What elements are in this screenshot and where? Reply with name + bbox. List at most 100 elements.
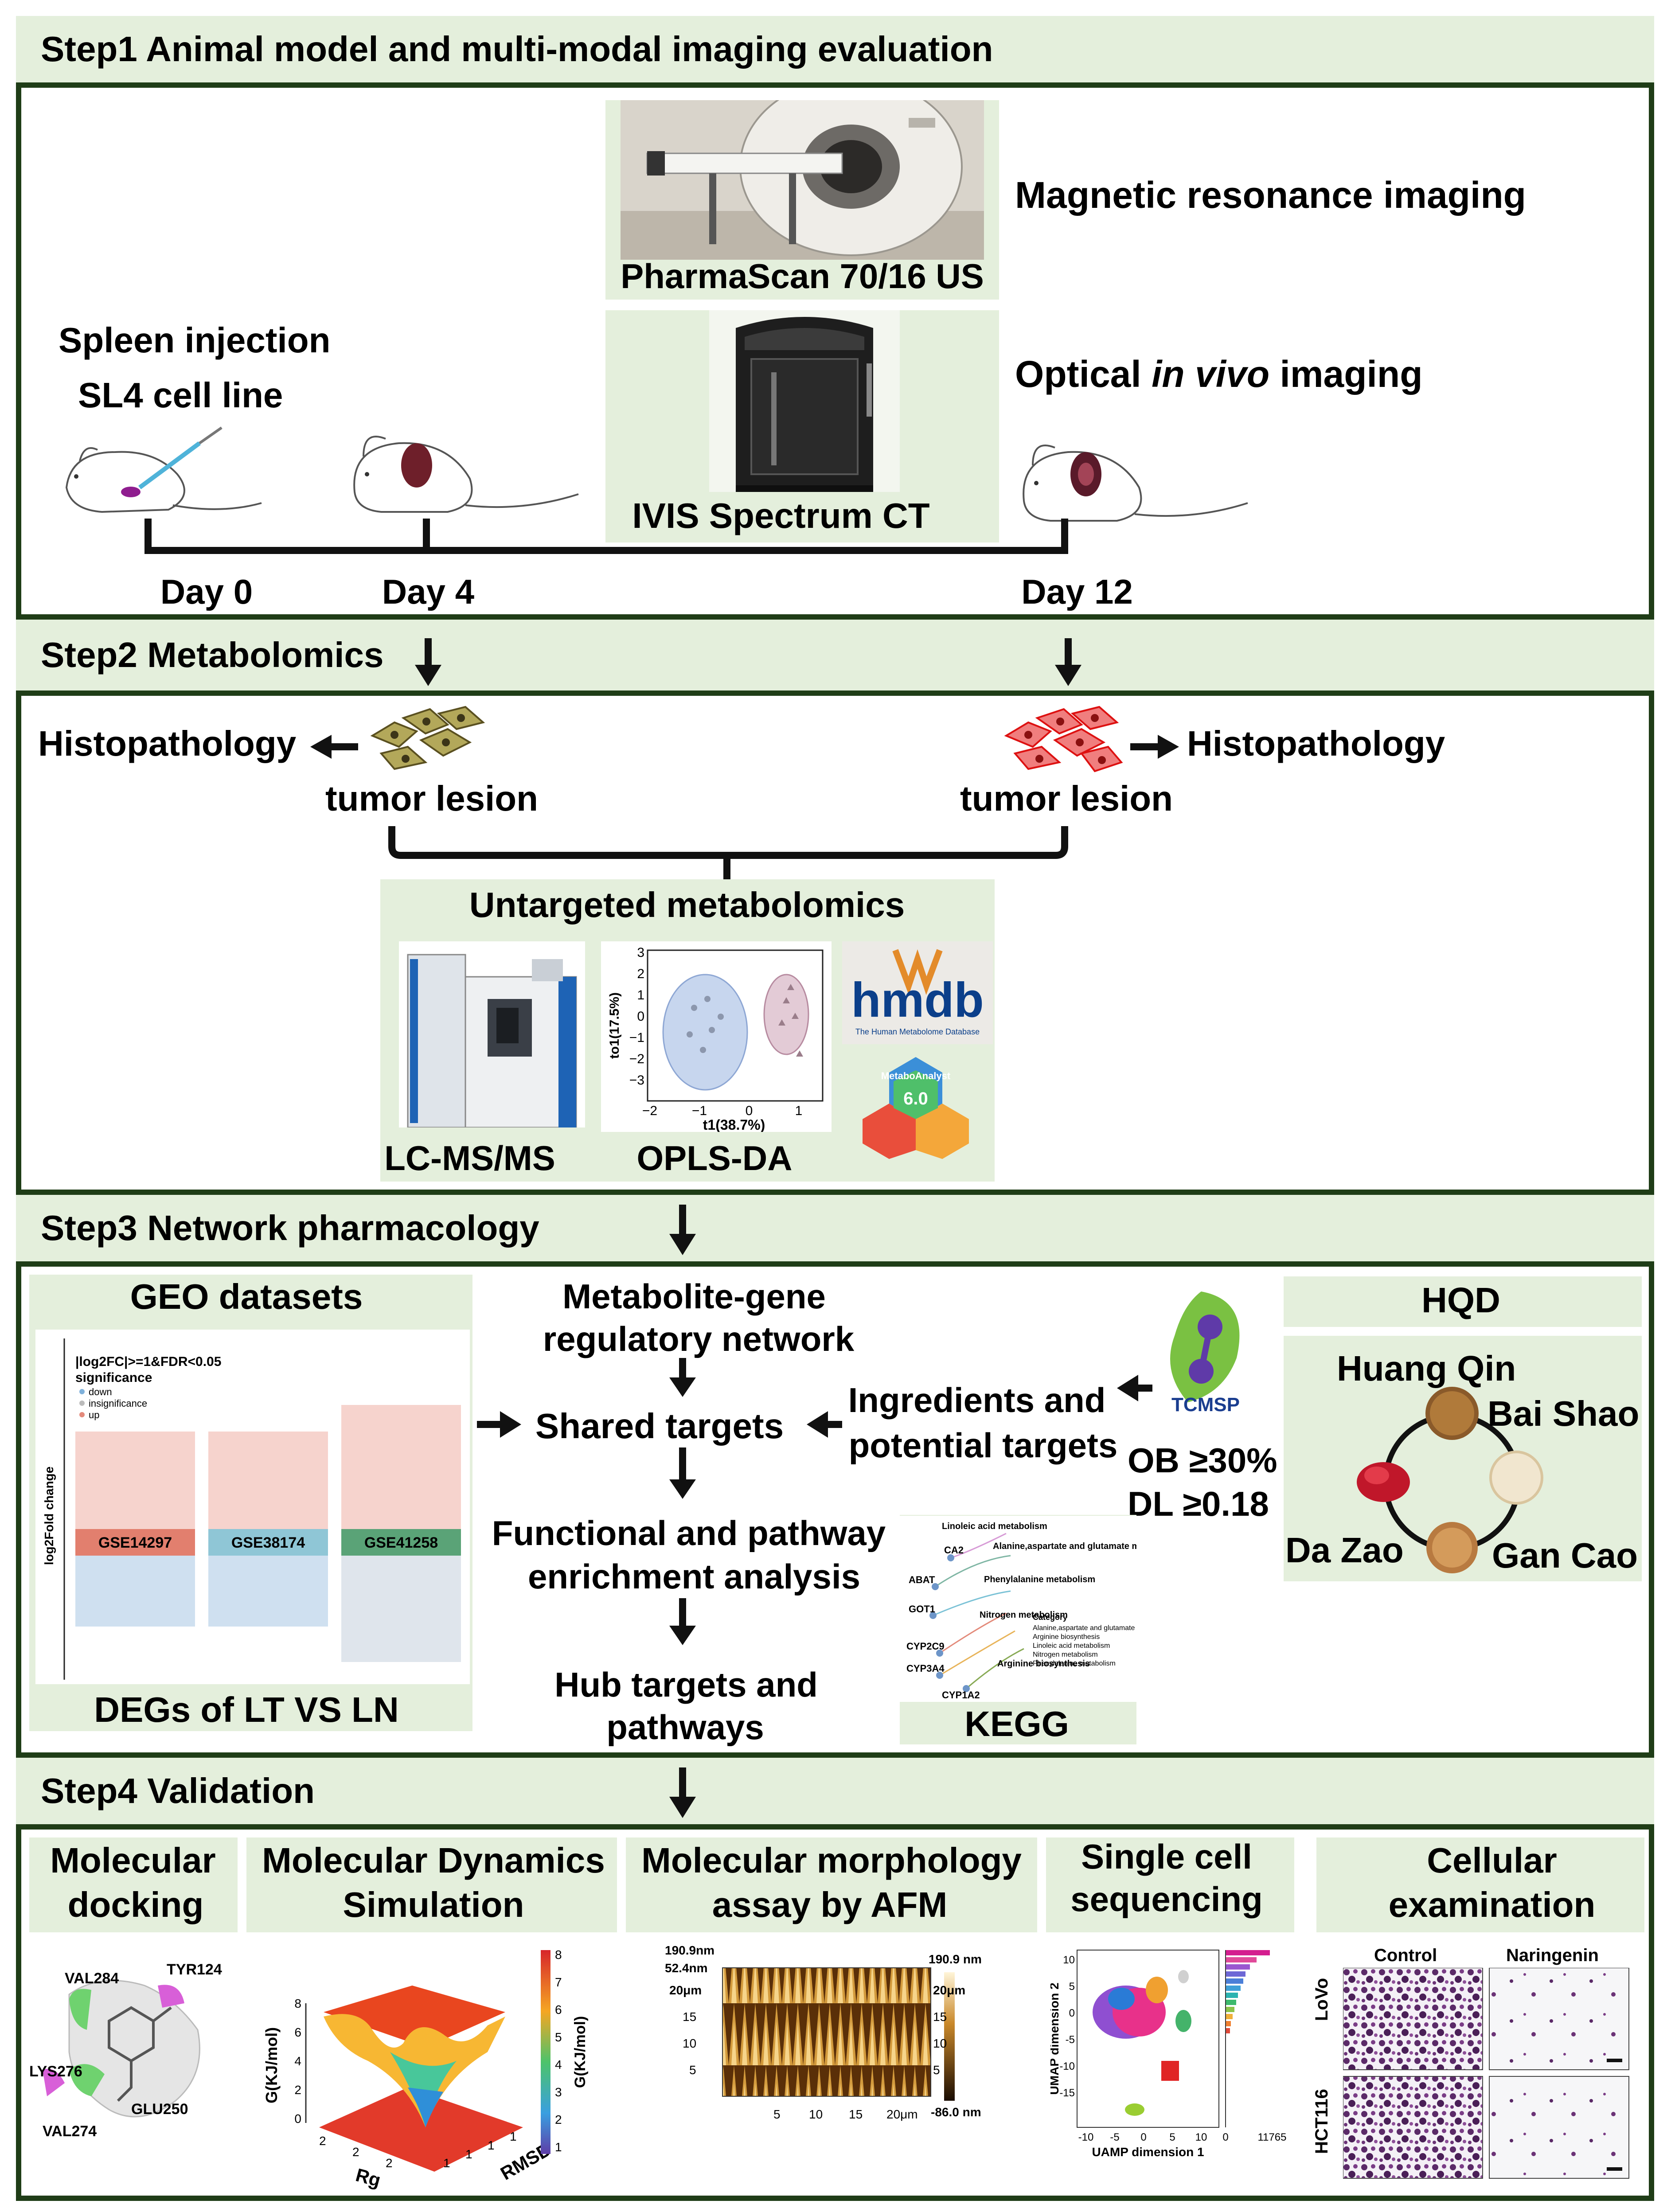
volcano-legend-up: up bbox=[89, 1409, 99, 1420]
umap-ytick-5: -10 bbox=[1059, 2060, 1075, 2072]
arrow-left-icon bbox=[310, 735, 358, 759]
tcmsp-text: TCMSP bbox=[1171, 1394, 1240, 1416]
md-cbar-8: 8 bbox=[555, 1948, 562, 1962]
tumor-lesion-right: tumor lesion bbox=[960, 779, 1173, 818]
umap-ylabel: UMAP dimension 2 bbox=[1050, 1982, 1061, 2095]
md-line1: Molecular Dynamics bbox=[262, 1841, 605, 1880]
dl-criterion: DL ≥0.18 bbox=[1128, 1484, 1269, 1523]
herb-cycle bbox=[1357, 1387, 1543, 1573]
md-ytick-2: 1 bbox=[465, 2147, 472, 2161]
mri-scanner-image bbox=[621, 100, 984, 260]
untargeted-title: Untargeted metabolomics bbox=[469, 885, 905, 925]
dataset-2: GSE38174 bbox=[231, 1534, 305, 1551]
opls-ytick-6: −2 bbox=[629, 1052, 644, 1066]
ob-criterion: OB ≥30% bbox=[1128, 1441, 1277, 1480]
md-ytick-1: 1 bbox=[443, 2156, 450, 2170]
lcms-label: LC-MS/MS bbox=[384, 1139, 555, 1178]
herb-da-zao: Da Zao bbox=[1285, 1530, 1404, 1570]
md-ztick-3: 4 bbox=[294, 2054, 301, 2068]
md-ytick-3: 1 bbox=[488, 2138, 495, 2152]
hmdb-logo-text: hmdb bbox=[851, 973, 984, 1027]
geo-title: GEO datasets bbox=[130, 1277, 363, 1316]
afm-left-3: 20μm bbox=[669, 1983, 702, 1997]
mouse-day12-icon bbox=[1006, 425, 1254, 532]
md-xtick-1: 2 bbox=[319, 2134, 326, 2148]
docking-line1: Molecular bbox=[50, 1841, 216, 1880]
opls-ytick-1: 3 bbox=[637, 945, 644, 960]
tumor-cells-left-icon bbox=[370, 706, 485, 770]
cell-line1: Cellular bbox=[1427, 1841, 1557, 1880]
kegg-legend-3: Linoleic acid metabolism bbox=[1033, 1642, 1110, 1650]
optical-post: imaging bbox=[1269, 353, 1423, 395]
residue-lys276: LYS276 bbox=[29, 2063, 82, 2080]
md-ztick-4: 2 bbox=[294, 2083, 301, 2097]
step2-arrows bbox=[415, 638, 1081, 686]
md-ytick-4: 1 bbox=[510, 2130, 517, 2143]
col-control: Control bbox=[1374, 1946, 1437, 1965]
kegg-gene-2: ABAT bbox=[909, 1574, 935, 1585]
opls-xtick-4: 1 bbox=[795, 1104, 803, 1118]
step3-header: Step3 Network pharmacology bbox=[16, 1195, 1654, 1261]
cell-header-box bbox=[1316, 1837, 1644, 1932]
md-line2: Simulation bbox=[343, 1885, 524, 1924]
mouse-injection-icon bbox=[53, 425, 275, 527]
sc-line2: sequencing bbox=[1070, 1880, 1263, 1919]
kegg-gene-3: GOT1 bbox=[909, 1603, 935, 1615]
md-xtick-3: 2 bbox=[386, 2156, 393, 2170]
afm-right-1: 190.9 nm bbox=[929, 1952, 982, 1966]
afm-right-5: 5 bbox=[933, 2063, 940, 2077]
kegg-legend-1: Alanine,aspartate and glutamate metaboli… bbox=[1033, 1624, 1136, 1632]
afm-left-1: 190.9nm bbox=[665, 1943, 714, 1957]
opls-xtick-1: −2 bbox=[642, 1104, 657, 1118]
col-naringenin: Naringenin bbox=[1506, 1946, 1599, 1965]
row-hct116: HCT116 bbox=[1312, 2089, 1331, 2154]
opls-ytick-2: 2 bbox=[637, 967, 644, 981]
bar-tick-max: 11765 bbox=[1258, 2131, 1287, 2143]
step3-title: Step3 Network pharmacology bbox=[41, 1208, 539, 1248]
afm-right-2: 20μm bbox=[933, 1983, 965, 1997]
md-cbar-4: 4 bbox=[555, 2058, 562, 2072]
tumor-cells-right-icon bbox=[1004, 706, 1123, 772]
md-xtick-2: 2 bbox=[352, 2145, 359, 2159]
umap-xtick-3: 0 bbox=[1140, 2131, 1146, 2143]
shared-targets: Shared targets bbox=[535, 1406, 784, 1446]
afm-line2: assay by AFM bbox=[712, 1885, 948, 1924]
herb-huang-qin: Huang Qin bbox=[1337, 1349, 1516, 1388]
day-12-label: Day 12 bbox=[1021, 572, 1133, 611]
optical-imaging-label: Optical in vivo imaging bbox=[1015, 353, 1423, 396]
mouse-day4-icon bbox=[337, 417, 585, 523]
afm-left-5: 10 bbox=[683, 2036, 696, 2050]
lcms-instrument-image bbox=[399, 941, 585, 1127]
step3-arrow bbox=[669, 1205, 696, 1255]
dataset-1: GSE14297 bbox=[98, 1534, 172, 1551]
umap-ytick-1: 10 bbox=[1063, 1954, 1075, 1966]
kegg-pathway-4: Nitrogen metabolism bbox=[980, 1610, 1068, 1620]
mri-device-label: PharmaScan 70/16 US bbox=[621, 257, 984, 296]
kegg-gene-1: CA2 bbox=[944, 1545, 964, 1556]
residue-val284: VAL284 bbox=[65, 1970, 119, 1987]
md-cbar-1: 1 bbox=[555, 2140, 562, 2154]
md-xlabel: Rg bbox=[354, 2164, 383, 2189]
docking-pose-image: VAL284 TYR124 LYS276 GLU250 VAL274 bbox=[29, 1961, 222, 2140]
step1-title: Step1 Animal model and multi-modal imagi… bbox=[41, 29, 993, 69]
volcano-legend-insig: insignificance bbox=[89, 1398, 147, 1409]
hqd-box bbox=[1284, 1276, 1642, 1327]
md-ztick-1: 8 bbox=[294, 1997, 301, 2010]
histopathology-right: Histopathology bbox=[1187, 724, 1445, 763]
umap-xtick-5: 10 bbox=[1195, 2131, 1207, 2143]
md-ztick-5: 0 bbox=[294, 2112, 301, 2126]
sc-header-box bbox=[1046, 1837, 1294, 1932]
row-lovo: LoVo bbox=[1312, 1978, 1331, 2021]
md-cbar-label: G(KJ/mol) bbox=[572, 2016, 589, 2088]
docking-header-box bbox=[29, 1837, 238, 1932]
md-cbar-3: 3 bbox=[555, 2085, 562, 2099]
hmdb-subtitle: The Human Metabolome Database bbox=[855, 1027, 980, 1036]
step4-title: Step4 Validation bbox=[41, 1771, 315, 1810]
functional-line2: enrichment analysis bbox=[528, 1557, 860, 1596]
afm-line1: Molecular morphology bbox=[641, 1841, 1022, 1880]
step4-header: Step4 Validation bbox=[16, 1758, 1654, 1824]
hmdb-logo: hmdb The Human Metabolome Database bbox=[842, 941, 993, 1044]
residue-glu250: GLU250 bbox=[131, 2101, 188, 2118]
cell-migration-images bbox=[1343, 1968, 1629, 2179]
opls-xlabel: t1(38.7%) bbox=[703, 1117, 765, 1132]
